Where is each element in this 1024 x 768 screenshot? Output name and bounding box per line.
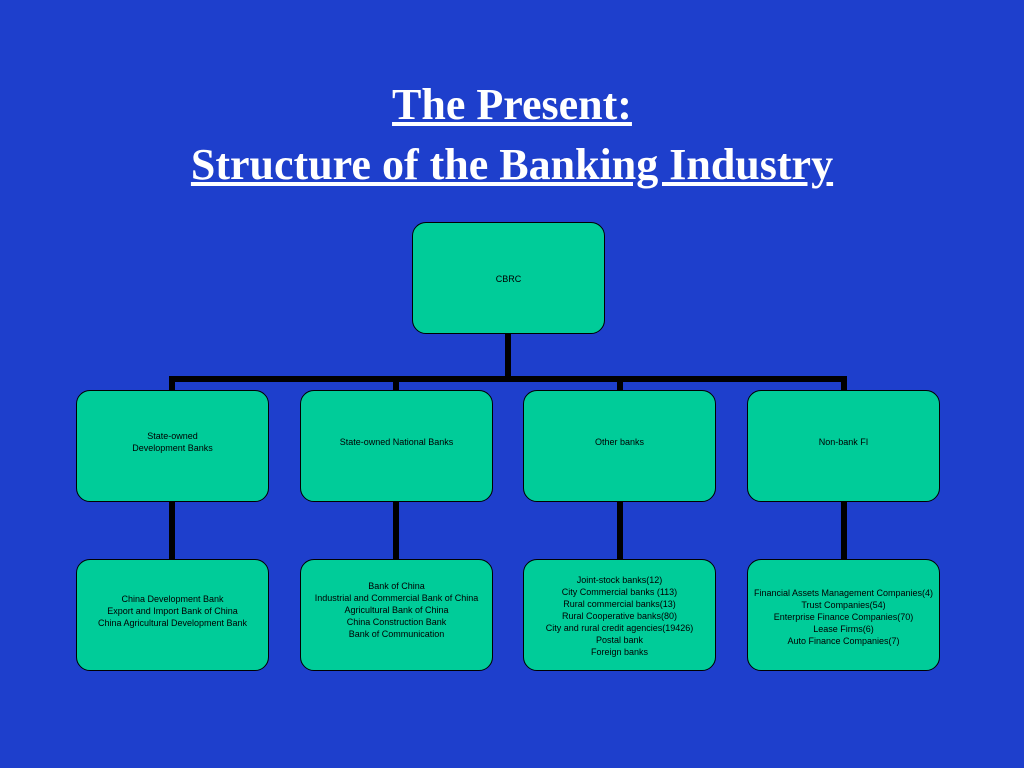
- member-item: China Agricultural Development Bank: [97, 618, 248, 628]
- node-cbrc: CBRC: [412, 222, 605, 334]
- member-item: Postal bank: [595, 635, 643, 645]
- node-national-banks-list: Bank of China Industrial and Commercial …: [300, 559, 493, 671]
- member-item: Rural Cooperative banks(80): [561, 611, 678, 621]
- node-other-banks: Other banks: [523, 390, 716, 502]
- member-item: City Commercial banks (113): [561, 587, 678, 597]
- member-item: Bank of China: [368, 581, 425, 591]
- node-non-bank-fi: Non-bank FI: [747, 390, 940, 502]
- node-development-banks-list: China Development Bank Export and Import…: [76, 559, 269, 671]
- member-item: Trust Companies(54): [801, 600, 886, 610]
- member-item: Agricultural Bank of China: [344, 605, 449, 615]
- node-state-owned-development-banks: State-owned Development Banks: [76, 390, 269, 502]
- slide-title-line-2: Structure of the Banking Industry: [190, 140, 834, 189]
- member-item: Enterprise Finance Companies(70): [773, 612, 914, 622]
- node-label-line: Other banks: [594, 437, 645, 447]
- node-label-line: Development Banks: [132, 443, 213, 453]
- node-state-owned-national-banks: State-owned National Banks: [300, 390, 493, 502]
- member-item: China Development Bank: [121, 594, 224, 604]
- member-item: Joint-stock banks(12): [576, 575, 663, 585]
- member-item: Foreign banks: [590, 647, 649, 657]
- member-item: Lease Firms(6): [813, 624, 874, 634]
- member-item: Financial Assets Management Companies(4): [753, 588, 934, 598]
- node-label-line: State-owned: [147, 431, 198, 441]
- node-label-line: State-owned National Banks: [339, 437, 454, 447]
- member-item: Industrial and Commercial Bank of China: [314, 593, 479, 603]
- member-item: City and rural credit agencies(19426): [545, 623, 694, 633]
- node-other-banks-list: Joint-stock banks(12) City Commercial ba…: [523, 559, 716, 671]
- member-item: Rural commercial banks(13): [563, 599, 676, 609]
- member-item: China Construction Bank: [346, 617, 447, 627]
- node-cbrc-label: CBRC: [495, 274, 522, 284]
- member-item: Bank of Communication: [348, 629, 445, 639]
- node-label-line: Non-bank FI: [818, 437, 869, 447]
- member-item: Auto Finance Companies(7): [787, 636, 900, 646]
- member-item: Export and Import Bank of China: [107, 606, 238, 616]
- slide-title-line-1: The Present:: [392, 80, 632, 129]
- node-non-bank-fi-list: Financial Assets Management Companies(4)…: [747, 559, 940, 671]
